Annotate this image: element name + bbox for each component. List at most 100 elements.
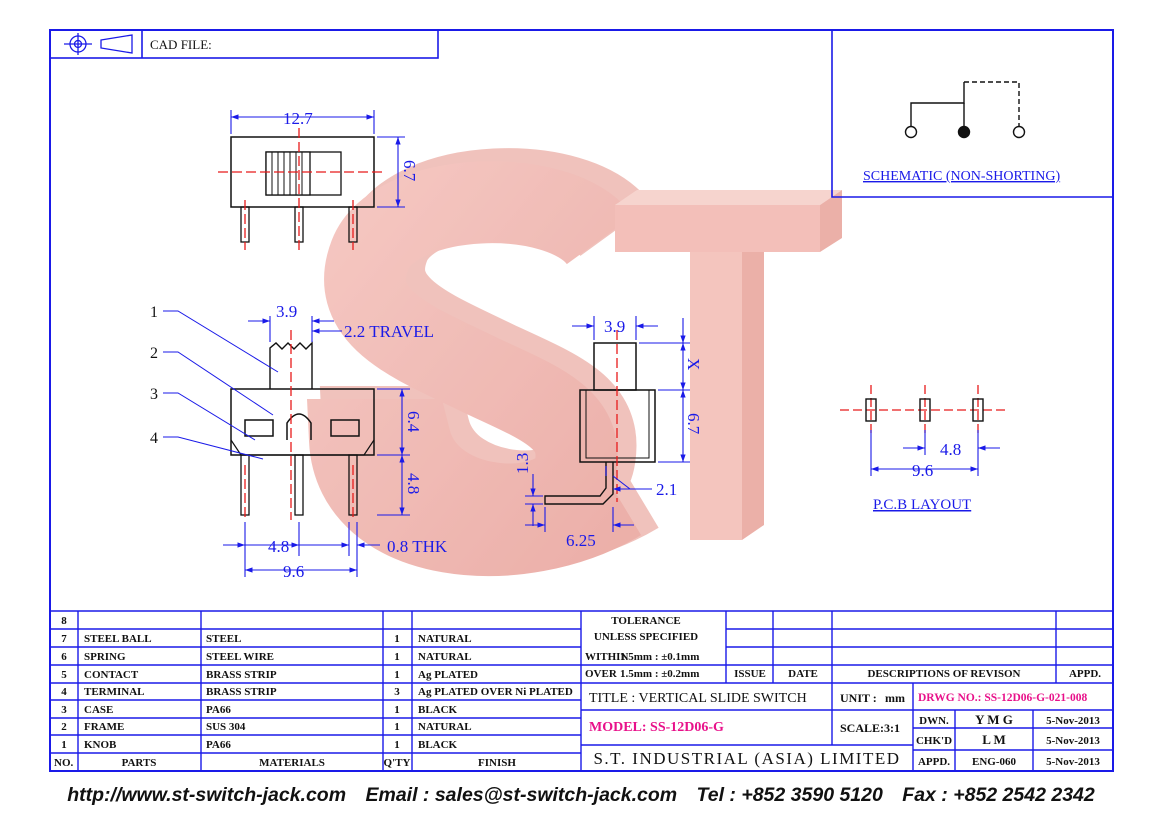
side-view-drawing: 3.9 X 6.7 1.3 2.1 6.25 xyxy=(513,316,703,550)
bom-cell-qty: 1 xyxy=(394,633,400,645)
bom-cell-material: BRASS STRIP xyxy=(206,669,277,681)
dwn-name: Y M G xyxy=(975,712,1013,727)
tolerance-within-label: WITHIN xyxy=(585,651,628,663)
tolerance-block: TOLERANCE UNLESS SPECIFIED WITHIN 1.5mm … xyxy=(585,615,699,680)
bom-cell-part: SPRING xyxy=(84,651,126,663)
pcb-pitch-dim: 4.8 xyxy=(940,440,961,459)
bom-header-qty: Q'TY xyxy=(384,757,411,769)
bom-cell-material: STEEL xyxy=(206,633,241,645)
top-width-dim: 12.7 xyxy=(283,109,313,128)
appd-date: 5-Nov-2013 xyxy=(1046,756,1100,768)
tolerance-within-value: 1.5mm : ±0.1mm xyxy=(620,651,699,663)
bom-cell-part: CONTACT xyxy=(84,669,139,681)
bom-header-finish: FINISH xyxy=(478,757,516,769)
bom-cell-part: TERMINAL xyxy=(84,686,145,698)
bom-cell-qty: 3 xyxy=(394,686,400,698)
bom-cell-material: BRASS STRIP xyxy=(206,686,277,698)
drawing-number: DRWG NO.: SS-12D06-G-021-008 xyxy=(918,692,1087,704)
dwn-label: DWN. xyxy=(919,715,949,727)
top-view-drawing: 12.7 6.7 xyxy=(218,109,419,250)
website-link[interactable]: http://www.st-switch-jack.com xyxy=(67,784,347,806)
bom-header-parts: PARTS xyxy=(122,757,157,769)
bom-cell-no: 3 xyxy=(61,704,67,716)
revision-descriptions: DESCRIPTIONS OF REVISON xyxy=(867,668,1020,680)
bom-cell-part: STEEL BALL xyxy=(84,633,152,645)
callout-4: 4 xyxy=(150,430,158,447)
table-row: 4 TERMINAL BRASS STRIP 3 Ag PLATED OVER … xyxy=(61,686,573,698)
bom-cell-qty: 1 xyxy=(394,704,400,716)
revision-date: DATE xyxy=(788,668,818,680)
bom-cell-material: SUS 304 xyxy=(206,721,246,733)
side-x-dim: X xyxy=(684,358,703,370)
body-height-dim: 6.4 xyxy=(404,411,423,433)
side-foot-dim: 2.1 xyxy=(656,480,677,499)
pcb-layout-drawing: 4.8 9.6 P.C.B LAYOUT xyxy=(840,385,1008,513)
bom-cell-finish: NATURAL xyxy=(418,721,472,733)
chkd-date: 5-Nov-2013 xyxy=(1046,735,1100,747)
appd-label: APPD. xyxy=(918,756,950,768)
bom-cell-material: PA66 xyxy=(206,704,231,716)
schematic-panel: SCHEMATIC (NON-SHORTING) xyxy=(831,30,1113,198)
fax-text: Fax : +852 2542 2342 xyxy=(902,784,1095,806)
bom-header-row: NO. PARTS MATERIALS Q'TY FINISH xyxy=(54,757,516,769)
table-row: 6 SPRING STEEL WIRE 1 NATURAL xyxy=(61,651,471,663)
table-row: 3 CASE PA66 1 BLACK xyxy=(61,704,457,716)
table-row: 7 STEEL BALL STEEL 1 NATURAL xyxy=(61,633,471,645)
side-offset-dim: 1.3 xyxy=(513,453,532,474)
bom-cell-no: 8 xyxy=(61,615,67,627)
pcb-title: P.C.B LAYOUT xyxy=(873,497,971,513)
chkd-name: L M xyxy=(982,732,1005,747)
model-number: MODEL: SS-12D06-G xyxy=(589,720,724,735)
telephone-text: Tel : +852 3590 5120 xyxy=(696,784,883,806)
cad-file-header: CAD FILE: xyxy=(49,29,439,59)
bom-header-materials: MATERIALS xyxy=(259,757,325,769)
tolerance-over-value: 1.5mm : ±0.2mm xyxy=(620,668,699,680)
bom-cell-qty: 1 xyxy=(394,669,400,681)
table-row: 5 CONTACT BRASS STRIP 1 Ag PLATED xyxy=(61,669,478,681)
tolerance-line2: UNLESS SPECIFIED xyxy=(594,631,698,643)
span-dim: 9.6 xyxy=(283,562,304,581)
knob-width-dim: 3.9 xyxy=(276,302,297,321)
callout-2: 2 xyxy=(150,345,158,362)
appd-name: ENG-060 xyxy=(972,756,1017,768)
travel-dim: 2.2 TRAVEL xyxy=(344,322,434,341)
chkd-label: CHK'D xyxy=(916,735,952,747)
bom-cell-part: KNOB xyxy=(84,739,117,751)
revision-issue: ISSUE xyxy=(734,668,766,680)
pin-length-dim: 4.8 xyxy=(404,473,423,494)
table-row: 1 KNOB PA66 1 BLACK xyxy=(61,739,457,751)
table-row: 8 xyxy=(61,615,67,627)
bom-cell-finish: NATURAL xyxy=(418,633,472,645)
projection-symbol-icon xyxy=(64,33,133,55)
bom-cell-no: 1 xyxy=(61,739,67,751)
unit-value: mm xyxy=(885,691,905,705)
callout-1: 1 xyxy=(150,304,158,321)
bom-cell-part: CASE xyxy=(84,704,113,716)
scale-label: SCALE: xyxy=(840,721,884,735)
company-name: S.T. INDUSTRIAL (ASIA) LIMITED xyxy=(593,749,900,768)
email-link[interactable]: Email : sales@st-switch-jack.com xyxy=(365,784,678,806)
bom-header-no: NO. xyxy=(54,757,74,769)
drawing-title: TITLE : VERTICAL SLIDE SWITCH xyxy=(589,691,807,706)
revision-appd: APPD. xyxy=(1069,668,1101,680)
contact-footer: http://www.st-switch-jack.com Email : sa… xyxy=(0,778,1162,812)
side-knob-dim: 3.9 xyxy=(604,317,625,336)
table-row: 2 FRAME SUS 304 1 NATURAL xyxy=(61,721,471,733)
bom-cell-no: 7 xyxy=(61,633,67,645)
pitch-dim: 4.8 xyxy=(268,537,289,556)
bom-cell-no: 2 xyxy=(61,721,67,733)
unit-label: UNIT : xyxy=(840,691,877,705)
bom-cell-no: 5 xyxy=(61,669,67,681)
tolerance-line1: TOLERANCE xyxy=(611,615,680,627)
side-length-dim: 6.25 xyxy=(566,531,596,550)
bom-cell-part: FRAME xyxy=(84,721,124,733)
cad-file-label: CAD FILE: xyxy=(150,37,212,52)
bom-cell-finish: BLACK xyxy=(418,739,458,751)
callout-3: 3 xyxy=(150,386,158,403)
front-view-drawing: 1 2 3 4 3.9 2.2 TRAVEL 6.4 xyxy=(150,302,448,581)
title-block-grid xyxy=(50,610,1113,771)
bom-cell-material: PA66 xyxy=(206,739,231,751)
tolerance-over-label: OVER xyxy=(585,668,618,680)
bom-cell-material: STEEL WIRE xyxy=(206,651,274,663)
